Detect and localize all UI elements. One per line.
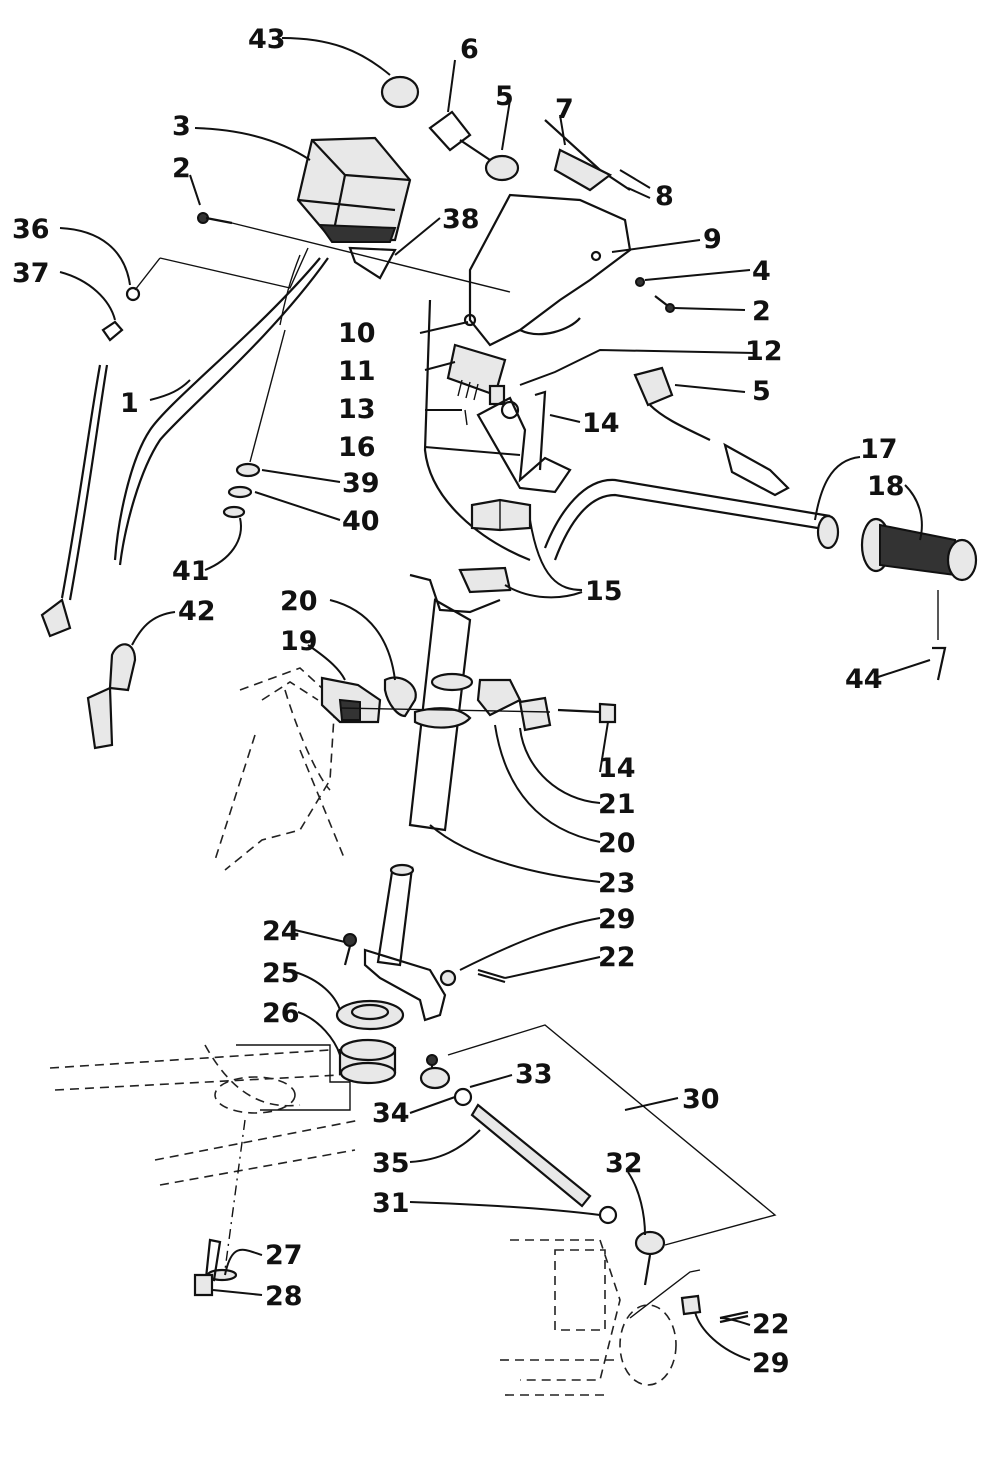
boot-42 [86,643,137,750]
callout-2a: 2 [172,153,191,184]
bearing-block-19 [320,676,382,724]
spindle-phantom [500,1239,677,1396]
callout-16: 16 [338,432,376,463]
callout-29b: 29 [752,1348,790,1379]
callout-31: 31 [372,1188,410,1219]
lamp-wire [40,247,309,638]
steering-column [408,598,474,832]
bushing-20 [383,676,417,718]
cotter-pin-22-upper [439,968,506,987]
callout-14a: 14 [582,408,620,439]
callout-15: 15 [585,576,623,607]
callout-19: 19 [280,626,318,657]
callout-22a: 22 [598,942,636,973]
callout-44: 44 [845,664,883,695]
speedometer-cable [113,254,329,566]
pin-44 [932,590,947,681]
callout-1: 1 [120,388,139,419]
callout-37: 37 [12,258,50,289]
callout-35: 35 [372,1148,410,1179]
callout-25: 25 [262,958,300,989]
callout-8: 8 [655,181,674,212]
bracket-38 [348,246,397,280]
callout-13: 13 [338,394,376,425]
callout-41: 41 [172,556,210,587]
callout-11: 11 [338,356,376,387]
callout-labels: 1 2 2 3 4 5 5 6 7 8 9 10 11 12 13 14 14 … [12,24,905,1379]
callout-22b: 22 [752,1309,790,1340]
callout-28: 28 [265,1281,303,1312]
callout-32: 32 [605,1148,643,1179]
callout-43: 43 [248,24,286,55]
callout-23: 23 [598,868,636,899]
console-housing [423,119,632,562]
callout-29a: 29 [598,904,636,935]
callout-21: 21 [598,789,636,820]
screw-axis-line [231,222,511,293]
grip-18 [860,517,978,582]
callout-40: 40 [342,506,380,537]
callout-30: 30 [682,1084,720,1115]
washer-screw-right [635,277,675,313]
grommet-stack [222,329,286,519]
handlebar-clamp-lower [409,566,512,614]
callout-34: 34 [372,1098,410,1129]
callout-5b: 5 [752,376,771,407]
callout-2b: 2 [752,296,771,327]
callout-42: 42 [178,596,216,627]
callout-7: 7 [555,94,574,125]
ignition-key [380,75,520,182]
switch-block-11 [446,313,507,426]
callout-4: 4 [752,256,771,287]
callout-9: 9 [703,224,722,255]
lower-shaft [363,863,447,1022]
callout-36: 36 [12,214,50,245]
callout-12: 12 [745,336,783,367]
lower-frame-phantom [49,1044,361,1186]
callout-3: 3 [172,111,191,142]
callout-18: 18 [867,471,905,502]
speedometer [296,136,412,243]
callout-39: 39 [342,468,380,499]
leader-lines [59,37,931,1361]
bearing-block-21 [476,678,552,732]
callout-5a: 5 [495,81,514,112]
callout-10: 10 [338,318,376,349]
bearing-26 [338,1038,397,1085]
bearing-axis [339,707,551,713]
screw-2-left [197,212,233,225]
callout-24: 24 [262,916,300,947]
cotter-pin-22-lower [629,1269,749,1324]
bearing-bracket-line [236,1044,351,1111]
switch-5-right [633,366,790,497]
callout-17: 17 [860,434,898,465]
callout-33: 33 [515,1059,553,1090]
callout-6: 6 [460,34,479,65]
tie-rod-assembly [419,1024,777,1286]
bolt-28-axis [224,1119,246,1271]
bolt-14-lower [557,702,617,724]
callout-20b: 20 [598,828,636,859]
bolt-28-washer-27 [193,1238,238,1297]
bracket-16 [476,390,572,494]
callout-26: 26 [262,998,300,1029]
callout-27: 27 [265,1240,303,1271]
handlebar-17 [543,478,840,561]
collar-25 [335,999,405,1031]
callout-20a: 20 [280,586,318,617]
callout-14b: 14 [598,753,636,784]
bolt-24 [343,933,357,966]
handlebar-clamp-upper [470,498,532,532]
upper-frame-phantom [214,667,346,871]
callout-38: 38 [442,204,480,235]
